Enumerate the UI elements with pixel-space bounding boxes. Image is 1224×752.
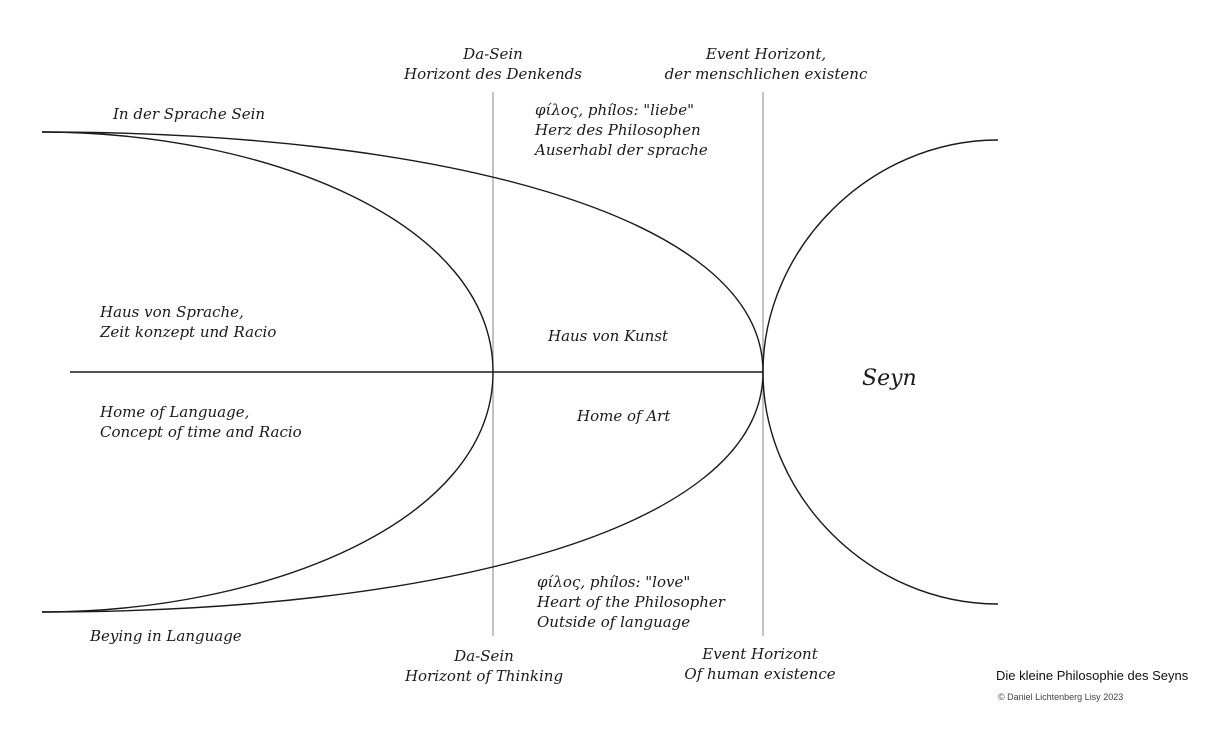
in-der-sprache-label: In der Sprache Sein bbox=[113, 104, 265, 124]
event-top-line-1: Event Horizont, bbox=[705, 45, 827, 63]
dasein-bottom-line-1: Da-Sein bbox=[454, 647, 514, 665]
philos-german-line-2: Herz des Philosophen bbox=[535, 121, 701, 139]
credit-copyright: © Daniel Lichtenberg Lisy 2023 bbox=[998, 692, 1124, 702]
inner-parabola-curve bbox=[41, 131, 494, 613]
philos-english-line-3: Outside of language bbox=[537, 613, 691, 631]
philos-english-label: φίλος, phílos: "love" Heart of the Philo… bbox=[537, 572, 725, 632]
event-top-line-2: der menschlichen existenc bbox=[664, 65, 868, 83]
philos-english-line-1: φίλος, phílos: "love" bbox=[537, 573, 691, 591]
philos-english-line-2: Heart of the Philosopher bbox=[537, 593, 725, 611]
beying-label: Beying in Language bbox=[90, 626, 242, 646]
dasein-top-label: Da-Sein Horizont des Denkends bbox=[404, 44, 582, 84]
event-bottom-line-2: Of human existence bbox=[684, 665, 836, 683]
dasein-top-line-2: Horizont des Denkends bbox=[404, 65, 582, 83]
philos-german-line-1: φίλος, phílos: "liebe" bbox=[535, 101, 695, 119]
dasein-top-line-1: Da-Sein bbox=[463, 45, 523, 63]
event-bottom-label: Event Horizont Of human existence bbox=[684, 644, 835, 684]
seyn-label: Seyn bbox=[862, 366, 917, 392]
beying-text: Beying in Language bbox=[90, 627, 242, 645]
philos-german-label: φίλος, phílos: "liebe" Herz des Philosop… bbox=[535, 100, 708, 160]
haus-kunst-label: Haus von Kunst bbox=[548, 326, 668, 346]
philos-german-line-3: Auserhabl der sprache bbox=[535, 141, 708, 159]
seyn-text: Seyn bbox=[862, 366, 917, 391]
event-top-label: Event Horizont, der menschlichen existen… bbox=[665, 44, 868, 84]
seyn-arc-curve bbox=[762, 139, 999, 605]
event-bottom-line-1: Event Horizont bbox=[702, 645, 818, 663]
home-language-line-1: Home of Language, bbox=[100, 403, 250, 421]
home-language-line-2: Concept of time and Racio bbox=[100, 423, 302, 441]
haus-sprache-line-1: Haus von Sprache, bbox=[100, 303, 244, 321]
credit-title: Die kleine Philosophie des Seyns bbox=[996, 668, 1189, 683]
haus-kunst-text: Haus von Kunst bbox=[548, 327, 669, 345]
home-art-label: Home of Art bbox=[577, 406, 670, 426]
home-language-label: Home of Language, Concept of time and Ra… bbox=[100, 402, 302, 442]
home-art-text: Home of Art bbox=[577, 407, 671, 425]
haus-sprache-label: Haus von Sprache, Zeit konzept und Racio bbox=[100, 302, 276, 342]
dasein-bottom-line-2: Horizont of Thinking bbox=[404, 667, 564, 685]
in-der-sprache-text: In der Sprache Sein bbox=[113, 105, 266, 123]
haus-sprache-line-2: Zeit konzept und Racio bbox=[100, 323, 277, 341]
dasein-bottom-label: Da-Sein Horizont of Thinking bbox=[405, 646, 563, 686]
